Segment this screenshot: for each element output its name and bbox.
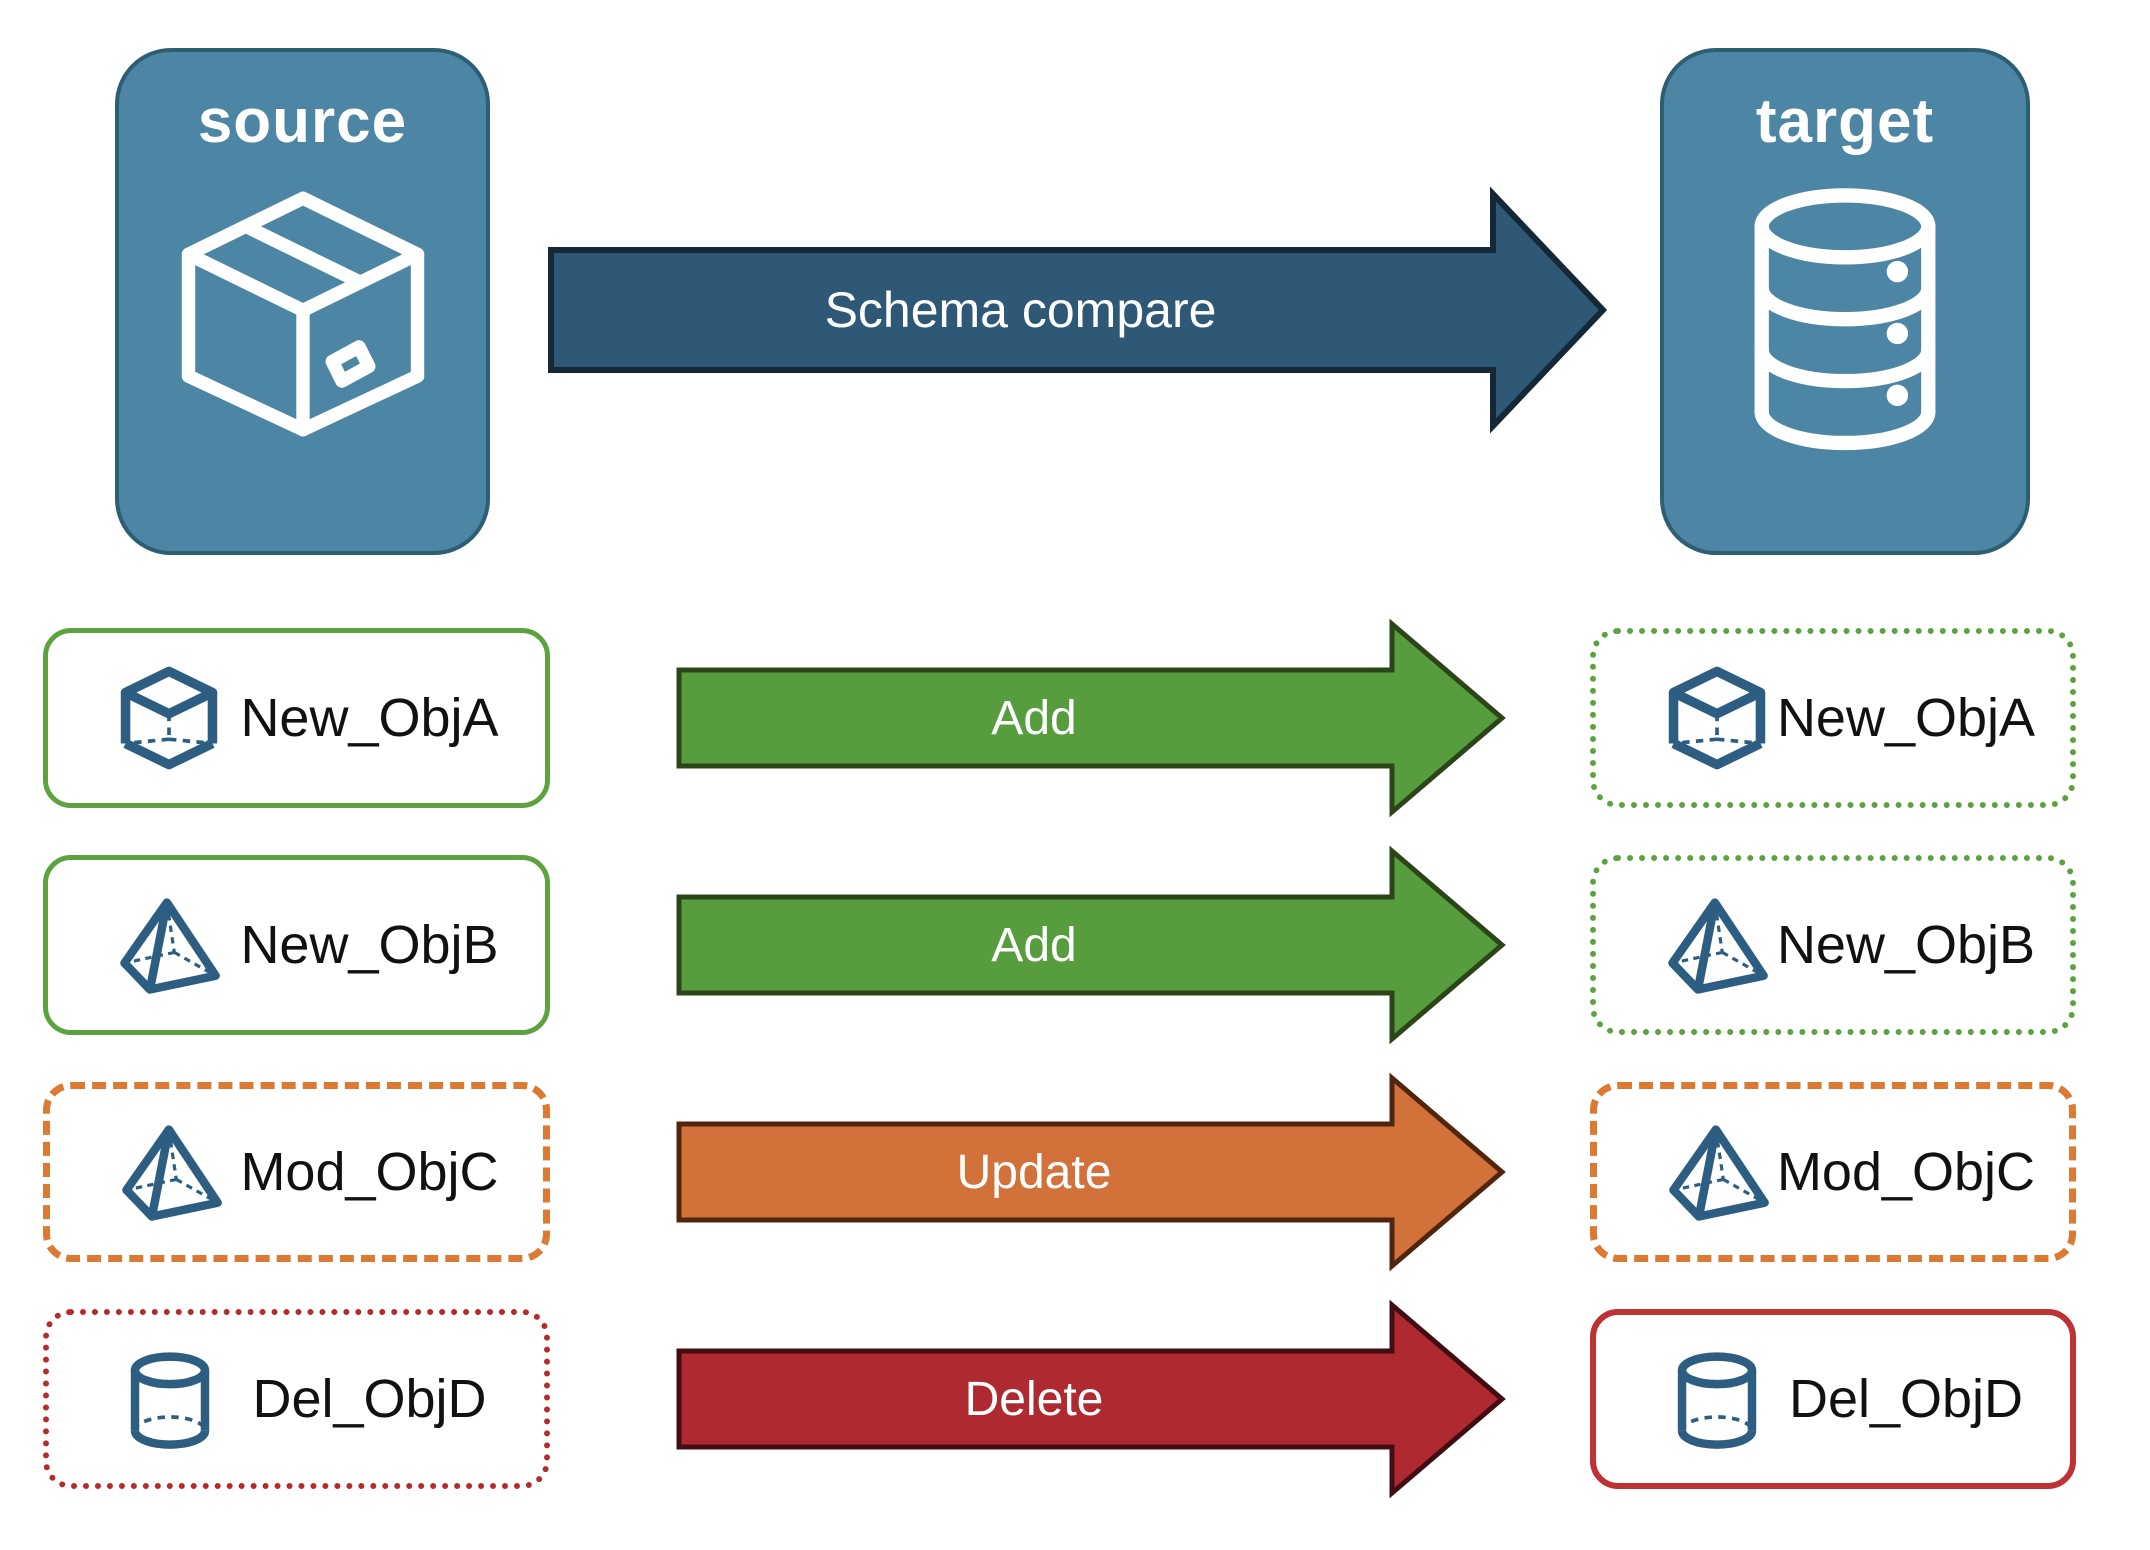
update-arrow-shape <box>676 1072 1506 1272</box>
source-object-box: New_ObjB <box>43 855 550 1035</box>
database-dots <box>1886 260 1909 407</box>
diagram-row: Del_ObjD Delete Del_ObjD <box>0 1299 2150 1499</box>
schema-compare-arrow <box>548 186 1608 434</box>
object-name-label: Del_ObjD <box>252 1369 487 1429</box>
target-panel-title: target <box>1755 87 1935 156</box>
target-object-box: New_ObjA <box>1590 628 2076 808</box>
diagram-row: New_ObjA Add New_ObjA <box>0 618 2150 818</box>
pyramid-icon <box>120 898 220 994</box>
delete-arrow <box>676 1299 1506 1499</box>
source-panel-title: source <box>197 87 408 156</box>
object-name-label: New_ObjA <box>1776 688 2036 748</box>
cylinder-icon <box>130 1352 210 1449</box>
source-object-box: New_ObjA <box>43 628 550 808</box>
delete-arrow-shape <box>676 1299 1506 1499</box>
cube-icon <box>1668 666 1766 770</box>
target-object-box: Del_ObjD <box>1590 1309 2076 1489</box>
add-arrow-label: Add <box>991 918 1077 972</box>
pyramid-icon <box>1669 1125 1769 1221</box>
object-name-label: Del_ObjD <box>1788 1369 2024 1429</box>
add-arrow-shape <box>676 618 1506 818</box>
target-object-box: Mod_ObjC <box>1590 1082 2076 1262</box>
target-panel: target <box>1660 48 2030 555</box>
source-panel: source <box>115 48 490 555</box>
database-icon <box>1754 188 1936 451</box>
object-name-label: Mod_ObjC <box>1776 1142 2036 1202</box>
add-arrow-label: Add <box>991 691 1077 745</box>
schema-compare-arrow-label: Schema compare <box>824 282 1217 338</box>
update-arrow <box>676 1072 1506 1272</box>
diagram-row: Mod_ObjC Update Mod_ObjC <box>0 1072 2150 1272</box>
pyramid-icon <box>1668 898 1768 994</box>
object-name-label: New_ObjB <box>240 915 499 975</box>
target-object-box: New_ObjB <box>1590 855 2076 1035</box>
object-name-label: Mod_ObjC <box>240 1142 499 1202</box>
object-name-label: New_ObjA <box>240 688 499 748</box>
add-arrow <box>676 618 1506 818</box>
add-arrow <box>676 845 1506 1045</box>
update-arrow-label: Update <box>956 1145 1112 1199</box>
object-name-label: New_ObjB <box>1776 915 2036 975</box>
package-box-icon <box>181 191 424 437</box>
cylinder-icon <box>1677 1352 1757 1449</box>
pyramid-icon <box>122 1125 222 1221</box>
diagram-row: New_ObjB Add New_ObjB <box>0 845 2150 1045</box>
add-arrow-shape <box>676 845 1506 1045</box>
delete-arrow-label: Delete <box>964 1372 1104 1426</box>
source-object-box: Del_ObjD <box>43 1309 550 1489</box>
cube-icon <box>120 666 218 770</box>
source-object-box: Mod_ObjC <box>43 1082 550 1262</box>
schema-compare-arrow-shape <box>548 186 1608 434</box>
